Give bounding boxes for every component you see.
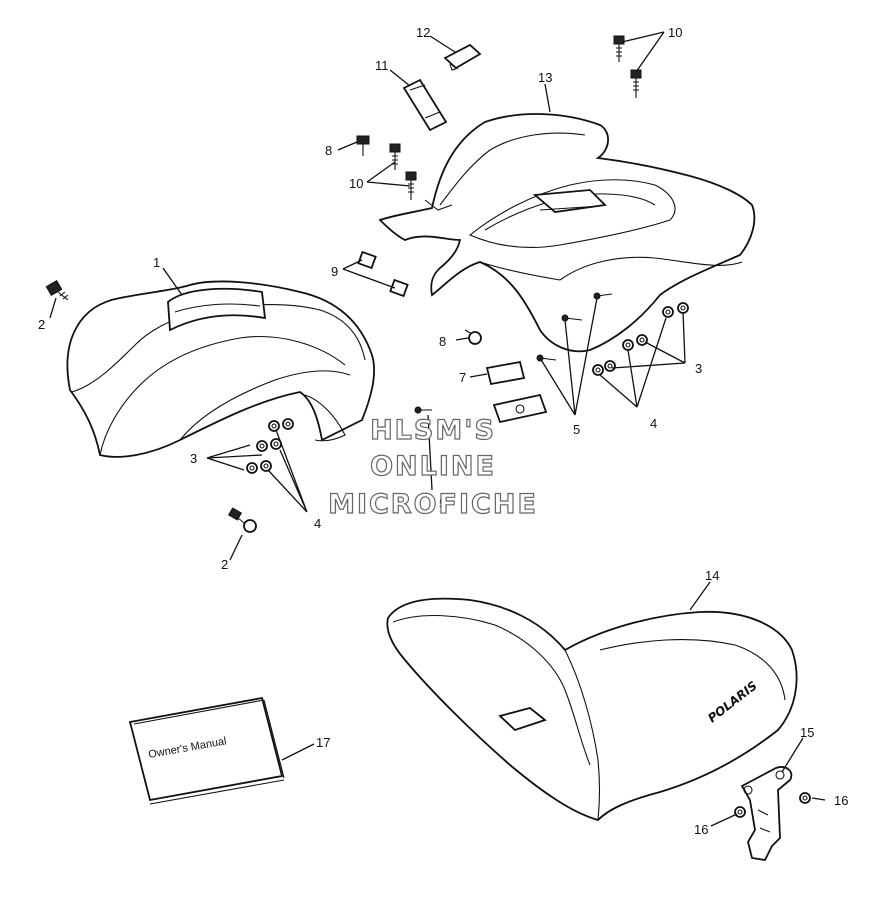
- callout-15: 15: [800, 725, 814, 740]
- screws-10: [389, 35, 642, 200]
- owners-manual: Owner's Manual: [128, 696, 285, 805]
- watermark-line-2: ONLINE: [370, 451, 496, 482]
- callout-11: 11: [375, 58, 389, 73]
- callout-17: 17: [316, 735, 330, 750]
- callout-1: 1: [153, 255, 160, 270]
- seat-latch-bracket: [740, 766, 793, 861]
- callout-4-right: 4: [650, 416, 657, 431]
- leader-lines: [49, 31, 826, 827]
- callout-13: 13: [538, 70, 552, 85]
- callout-5-center: 5: [439, 496, 446, 511]
- front-fender: [66, 280, 375, 458]
- callout-10-right: 10: [668, 25, 682, 40]
- watermark-line-3: MICROFICHE: [328, 489, 538, 520]
- callout-10-left: 10: [349, 176, 363, 191]
- decal-7: [485, 360, 548, 424]
- seat: POLARIS: [386, 597, 798, 822]
- callout-16-right: 16: [834, 793, 848, 808]
- callouts: 1 2 2 3 3 4 4 5 5 7 8 8 9 10 10 11 12 13…: [38, 25, 848, 837]
- callout-14: 14: [705, 568, 719, 583]
- bracket-11: [402, 78, 448, 132]
- callout-2-left: 2: [38, 317, 45, 332]
- rear-fender: [378, 113, 756, 353]
- watermark: HLSM'S ONLINE MICROFICHE: [327, 414, 538, 520]
- callout-12: 12: [416, 25, 430, 40]
- nut-16: [734, 792, 811, 818]
- callout-16-left: 16: [694, 822, 708, 837]
- callout-7: 7: [459, 370, 466, 385]
- callout-5-right: 5: [573, 422, 580, 437]
- clip-12: [443, 43, 482, 71]
- callout-8-top: 8: [325, 143, 332, 158]
- callout-8-mid: 8: [439, 334, 446, 349]
- callout-3-left: 3: [190, 451, 197, 466]
- callout-2-bottom: 2: [221, 557, 228, 572]
- callout-3-right: 3: [695, 361, 702, 376]
- clips-9: [357, 250, 409, 298]
- rivets-8: [356, 135, 482, 345]
- callout-4-left: 4: [314, 516, 321, 531]
- bolts-2: [45, 279, 257, 533]
- watermark-line-1: HLSM'S: [370, 415, 496, 446]
- callout-9: 9: [331, 264, 338, 279]
